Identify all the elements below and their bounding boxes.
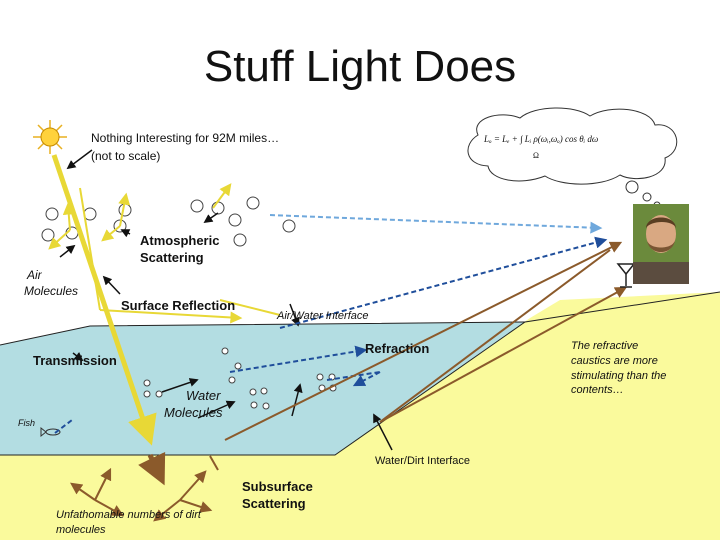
person-photo <box>633 204 689 284</box>
air-molecules-label-line2: Molecules <box>24 284 79 298</box>
page-title: Stuff Light Does <box>203 42 517 91</box>
subsurface-label-line1: Subsurface <box>242 479 313 494</box>
ground-line <box>0 291 720 456</box>
pointer-arrows <box>59 149 393 451</box>
sun-note-line1: Nothing Interesting for 92M miles… <box>91 131 280 145</box>
water-molecules-label-line1: Water <box>186 388 221 403</box>
water-molecules-label-line2: Molecules <box>164 405 223 420</box>
sunlight-arrows <box>48 154 281 446</box>
air-water-interface-label: Air/Water Interface <box>277 310 369 322</box>
caustics-note-line4: contents… <box>571 384 624 396</box>
rendering-equation: Lₒ = Lₑ + ∫ Lᵢ ρ(ωᵢ,ωₒ) cos θᵢ dω <box>484 134 599 144</box>
thought-bubble <box>467 107 678 209</box>
fish-label: Fish <box>18 418 36 428</box>
integral-domain-symbol: Ω <box>533 151 539 160</box>
refraction-label: Refraction <box>365 341 430 356</box>
caustics-note-line2: caustics are more <box>571 355 658 367</box>
caustics-note-line1: The refractive <box>571 340 639 352</box>
dirt-label-line1: Unfathomable numbers of dirt <box>56 509 201 521</box>
sun-note-line2: (not to scale) <box>91 149 161 163</box>
dirt-label-line2: molecules <box>56 524 106 536</box>
sun-icon <box>33 120 67 154</box>
martini-glass-icon <box>616 263 636 288</box>
brown-arrows <box>70 241 628 522</box>
water-dirt-interface-label: Water/Dirt Interface <box>375 455 470 467</box>
atmospheric-label-line1: Atmospheric <box>140 233 220 248</box>
dirt-region <box>0 292 720 540</box>
water-surface-line <box>0 321 526 346</box>
surface-reflection-label: Surface Reflection <box>121 298 236 313</box>
atmospheric-label-line2: Scattering <box>140 250 204 265</box>
air-molecules-label-line1: Air <box>27 268 42 282</box>
subsurface-label-line2: Scattering <box>242 496 306 511</box>
caustics-note-line3: stimulating than the <box>571 370 667 382</box>
fish-icon <box>40 426 61 438</box>
transmission-label: Transmission <box>33 353 117 368</box>
